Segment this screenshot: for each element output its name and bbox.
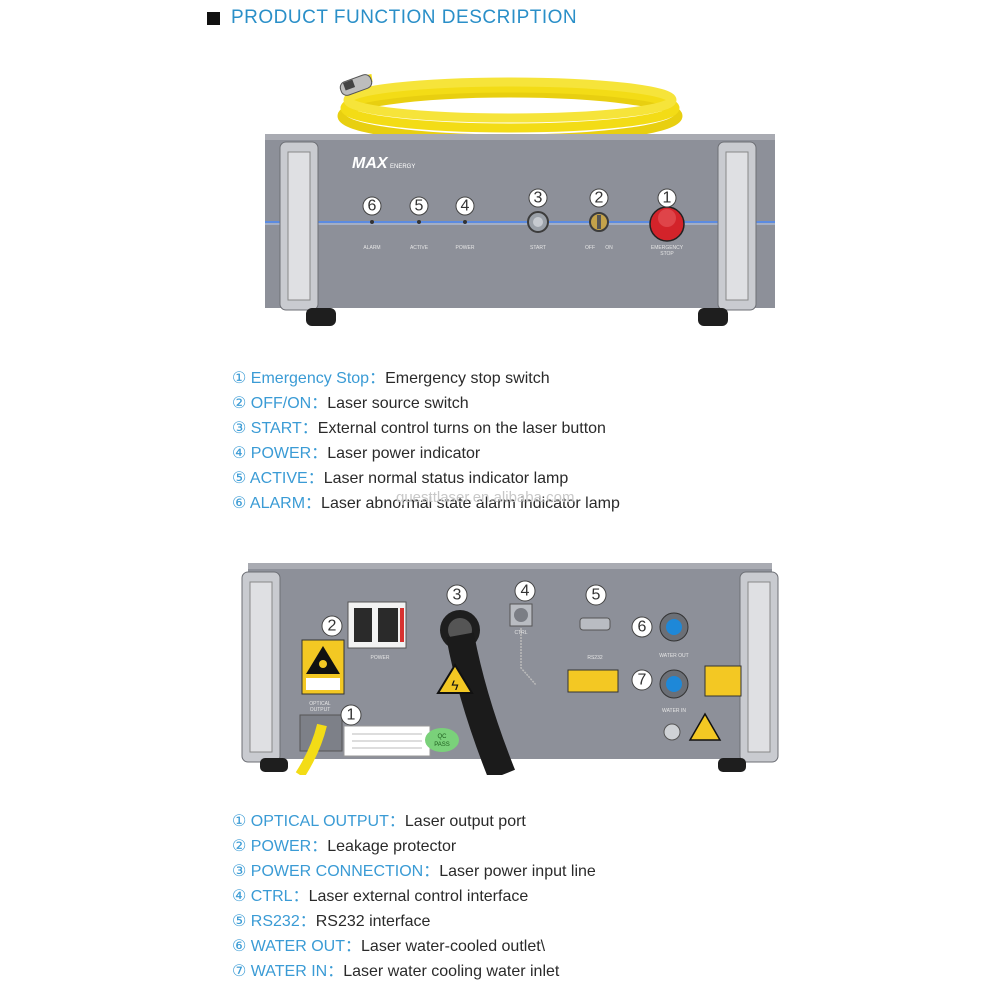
section-title: PRODUCT FUNCTION DESCRIPTION (231, 7, 578, 28)
water-out-connector (659, 612, 689, 642)
back-description-item: ⑥ WATER OUT：Laser water-cooled outlet\ (232, 938, 546, 955)
label-water-in: WATER IN (662, 708, 686, 714)
back-description-item: ⑤ RS232：RS232 interface (232, 913, 431, 930)
marker-3: 3 (446, 584, 468, 606)
marker-5: 5 (409, 196, 429, 216)
label-emergency: EMERGENCY (651, 245, 684, 251)
marker-5: 5 (585, 584, 607, 606)
label-power: POWER (371, 655, 390, 661)
marker-7: 7 (631, 669, 653, 691)
alarm-lamp (370, 220, 374, 224)
svg-text:3: 3 (453, 587, 462, 604)
label-optical: OPTICAL (309, 701, 331, 707)
label-active: ACTIVE (410, 245, 429, 251)
rs232-warning-label (567, 669, 619, 693)
svg-text:6: 6 (638, 619, 647, 636)
water-in-connector (659, 669, 689, 699)
front-description-list: ① Emergency Stop：Emergency stop switch ②… (232, 366, 620, 516)
brand-logo: MAX (352, 155, 389, 172)
high-voltage-warning-icon: ϟ (436, 663, 474, 694)
front-description-item: ② OFF/ON：Laser source switch (232, 395, 469, 412)
svg-text:QC: QC (438, 734, 448, 740)
label-output: OUTPUT (310, 707, 331, 713)
side-warning-label (704, 665, 742, 697)
power-lamp (463, 220, 467, 224)
svg-text:6: 6 (368, 198, 377, 215)
label-water-out: WATER OUT (659, 653, 688, 659)
svg-text:4: 4 (461, 198, 470, 215)
front-description-item: ③ START：External control turns on the la… (232, 420, 606, 437)
fiber-connector (339, 74, 373, 96)
qc-pass-sticker: QC PASS (425, 728, 459, 752)
back-panel-photo: POWER OPTICAL OUTPUT ϟ QC PASS CTRL RS23… (241, 563, 779, 775)
power-connection (440, 610, 515, 775)
marker-1: 1 (340, 704, 362, 726)
optical-fiber (295, 723, 327, 775)
front-description-item: ① Emergency Stop：Emergency stop switch (232, 370, 550, 387)
svg-text:5: 5 (415, 198, 424, 215)
marker-4: 4 (455, 196, 475, 216)
marker-6: 6 (631, 616, 653, 638)
marker-3: 3 (528, 188, 548, 208)
section-header: PRODUCT FUNCTION DESCRIPTION (207, 6, 577, 30)
left-handle (241, 571, 281, 763)
back-description-item: ② POWER：Leakage protector (232, 838, 457, 855)
marker-6: 6 (362, 196, 382, 216)
back-description-list: ① OPTICAL OUTPUT：Laser output port ② POW… (232, 809, 596, 984)
laser-warning-label (301, 639, 345, 695)
right-foot (718, 758, 746, 772)
label-stop: STOP (660, 251, 674, 257)
back-description-item: ⑦ WATER IN：Laser water cooling water inl… (232, 963, 560, 980)
header-square-icon (207, 11, 220, 25)
left-handle (279, 141, 319, 311)
svg-text:1: 1 (347, 707, 356, 724)
svg-text:3: 3 (534, 190, 543, 207)
front-panel-photo: MAX ENERGY ALARM ACTIVE POWER START OFF … (265, 74, 775, 326)
marker-4: 4 (514, 580, 536, 602)
label-start: START (530, 245, 546, 251)
label-rs232: RS232 (587, 655, 603, 661)
label-alarm: ALARM (363, 245, 380, 251)
svg-text:4: 4 (521, 583, 530, 600)
svg-text:5: 5 (592, 587, 601, 604)
active-lamp (417, 220, 421, 224)
back-description-item: ① OPTICAL OUTPUT：Laser output port (232, 813, 526, 830)
marker-1: 1 (657, 188, 677, 208)
brand-sub: ENERGY (390, 164, 415, 170)
left-foot (306, 308, 336, 326)
left-foot (260, 758, 288, 772)
front-description-item: ⑤ ACTIVE：Laser normal status indicator l… (232, 470, 569, 487)
back-description-item: ③ POWER CONNECTION：Laser power input lin… (232, 863, 596, 880)
marker-2: 2 (589, 188, 609, 208)
label-ctrl: CTRL (514, 630, 527, 636)
rs232-interface (579, 617, 611, 631)
ctrl-interface (509, 603, 537, 686)
svg-text:1: 1 (663, 190, 672, 207)
watermark: questtlaser.en.alibaba.com (396, 489, 575, 506)
right-foot (698, 308, 728, 326)
fiber-coil (337, 74, 683, 144)
ground-screw (663, 723, 681, 741)
svg-text:PASS: PASS (434, 742, 450, 748)
front-description-item: ④ POWER：Laser power indicator (232, 445, 481, 462)
marker-2: 2 (321, 615, 343, 637)
svg-text:ϟ: ϟ (451, 677, 459, 693)
right-handle (739, 571, 779, 763)
back-description-item: ④ CTRL：Laser external control interface (232, 888, 529, 905)
right-handle (717, 141, 757, 311)
svg-text:7: 7 (638, 672, 647, 689)
front-description-item: ⑥ ALARM：Laser abnormal state alarm indic… (232, 495, 620, 512)
label-off: OFF (585, 245, 595, 251)
svg-text:2: 2 (595, 190, 604, 207)
label-on: ON (605, 245, 613, 251)
svg-text:2: 2 (328, 618, 337, 635)
leakage-protector (347, 601, 407, 649)
label-power: POWER (456, 245, 475, 251)
ground-warning-icon (688, 712, 722, 741)
